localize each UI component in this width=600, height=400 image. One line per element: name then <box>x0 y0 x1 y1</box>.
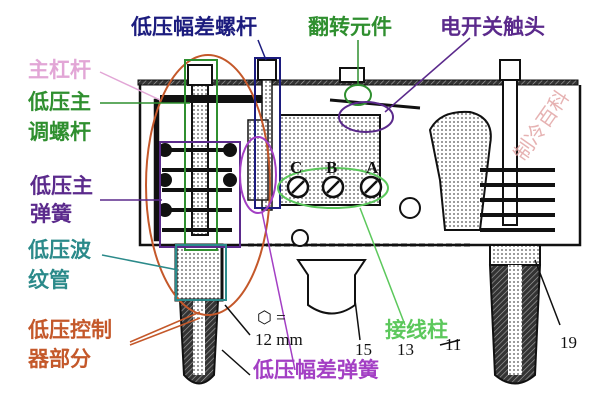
size-label: 12 mm <box>255 330 303 349</box>
right-bellows <box>488 244 542 385</box>
leader-lines <box>99 37 561 376</box>
hex-symbol: ⬡ = <box>257 308 286 327</box>
right-mechanism <box>428 59 555 232</box>
part-number-15: 15 <box>355 340 372 359</box>
label-main-spring-2: 弹簧 <box>30 202 72 226</box>
label-switch-contact: 电开关触头 <box>440 15 545 39</box>
part-number-11: 11 <box>445 335 462 354</box>
switch-contact-outline <box>338 101 394 133</box>
part-number-13: 13 <box>397 340 414 359</box>
label-bellows-1: 低压波 <box>28 238 91 262</box>
contact-arm <box>329 98 421 110</box>
label-controller-part-2: 器部分 <box>28 347 91 371</box>
terminal-a: A <box>366 158 379 177</box>
label-diff-spring: 低压幅差弹簧 <box>253 358 379 382</box>
label-main-adjust-screw-2: 调螺杆 <box>28 120 91 144</box>
label-terminal: 接线柱 <box>385 318 448 342</box>
center-cup <box>296 259 367 315</box>
label-diff-screw: 低压幅差螺杆 <box>131 15 257 39</box>
left-bellows <box>174 243 224 385</box>
diff-spring-outline <box>239 136 277 214</box>
label-bellows-2: 纹管 <box>28 268 70 292</box>
terminal-b: B <box>326 158 338 177</box>
main-spring <box>158 143 237 232</box>
label-main-lever: 主杠杆 <box>28 58 91 82</box>
label-flip-element: 翻转元件 <box>308 15 392 39</box>
controller-part-outline <box>145 54 271 316</box>
main-lever-bar <box>160 95 270 103</box>
terminal-screws <box>286 175 383 199</box>
main-adjust-screw <box>187 64 213 236</box>
main-spring-outline <box>159 141 241 248</box>
terminal-c: C <box>290 158 303 177</box>
part-number-19: 19 <box>560 333 577 352</box>
label-controller-part-1: 低压控制 <box>28 318 112 342</box>
terminal-outline <box>277 167 389 209</box>
label-main-adjust-screw-1: 低压主 <box>28 90 91 114</box>
label-main-spring-1: 低压主 <box>30 174 93 198</box>
main-screw-outline <box>184 59 218 251</box>
bellows-outline <box>175 244 227 301</box>
